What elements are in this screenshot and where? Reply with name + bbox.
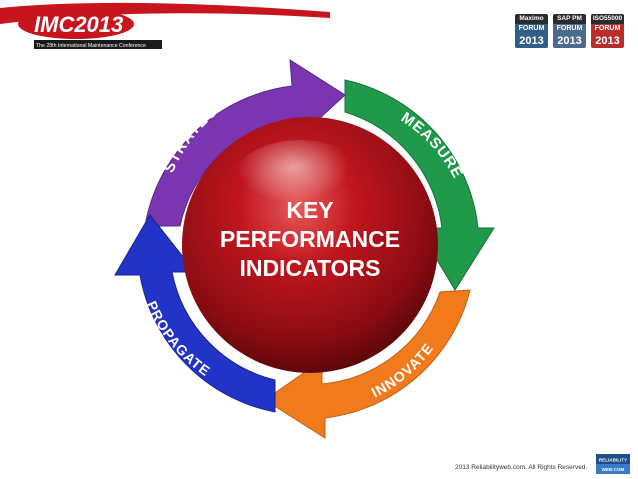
center-line-indicators: INDICATORS [240,255,381,281]
iso55000-forum-badge: ISO55000 FORUM 2013 [591,14,624,48]
imc-logo-text: IMC2013 [34,12,123,37]
svg-text:RELIABILITY: RELIABILITY [599,458,627,463]
header-bar: IMC2013 The 28th International Maintenan… [0,0,638,52]
imc-tagline: The 28th International Maintenance Confe… [36,43,146,49]
center-line-key: KEY [286,197,333,223]
sap-pm-forum-badge: SAP PM FORUM 2013 [553,14,586,48]
center-line-performance: PERFORMANCE [220,226,400,252]
reliabilityweb-logo: RELIABILITY WEB.COM [596,454,630,474]
copyright-text: 2013 Reliabilityweb.com. All Rights Rese… [455,464,588,471]
maximo-forum-badge: Maximo FORUM 2013 [515,14,548,48]
kpi-center-sphere: KEY PERFORMANCE INDICATORS [182,117,438,373]
svg-text:WEB.COM: WEB.COM [602,467,625,472]
header-swoosh [0,2,330,24]
imc-logo: IMC2013 The 28th International Maintenan… [18,9,162,49]
